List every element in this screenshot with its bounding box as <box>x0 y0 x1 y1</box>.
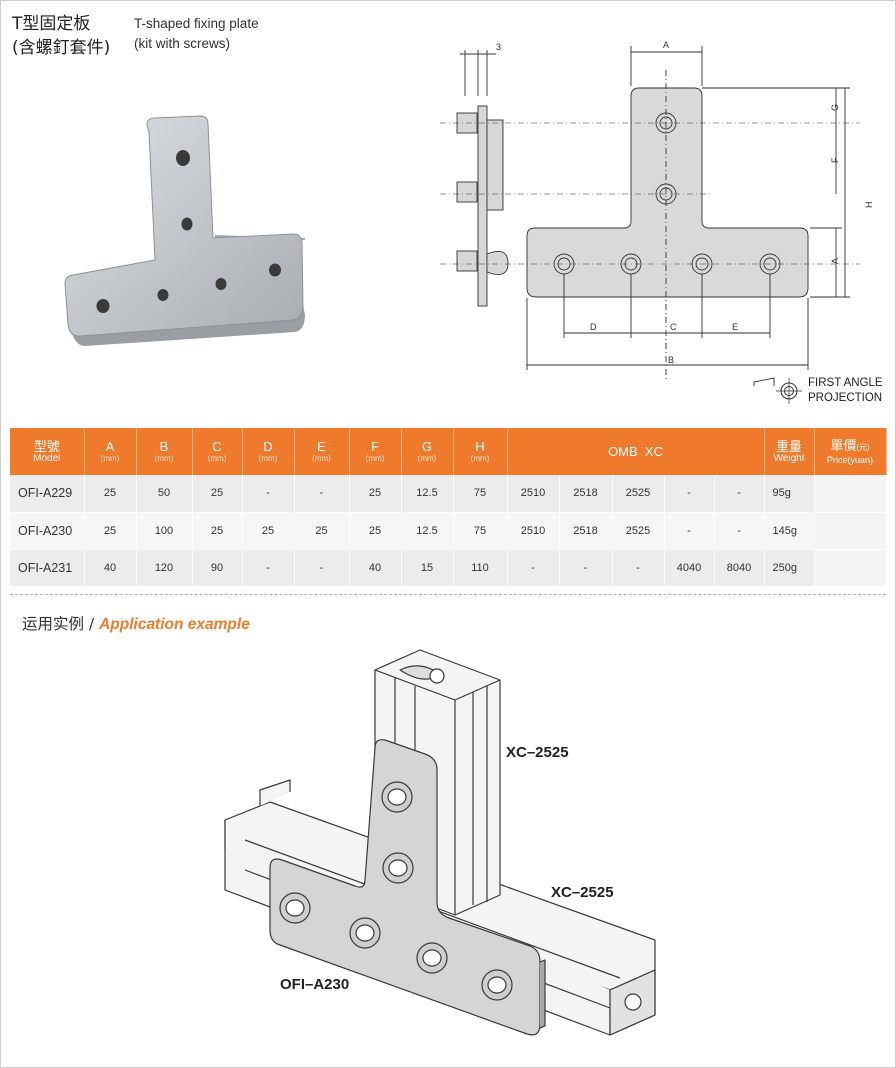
application-heading-cn: 运用实例 / <box>22 615 100 633</box>
dim-f-label: F <box>830 157 840 163</box>
header-d: D(mm) <box>242 428 295 475</box>
label-plate-model: OFI–A230 <box>280 976 350 993</box>
dim-a-top-label: A <box>663 40 669 50</box>
label-vertical-profile: XC–2525 <box>506 744 569 761</box>
header-omb-xc: OMB XC <box>507 428 765 475</box>
dim-3-label: 3 <box>496 42 501 52</box>
label-horizontal-profile: XC–2525 <box>551 884 614 901</box>
header-h: H(mm) <box>453 428 508 475</box>
title-chinese: T型固定板 (含螺釘套件) <box>12 12 110 60</box>
dim-d-label: D <box>590 322 597 332</box>
projection-line1: FIRST ANGLE <box>808 377 883 389</box>
header-c: C(mm) <box>192 428 243 475</box>
application-illustration <box>224 649 656 1036</box>
technical-drawing: 3 A G F H A D C E B <box>440 40 874 386</box>
table-row: OFI-A231 40 120 90 - - 40 15 110 - - - 4… <box>10 549 887 587</box>
table-row: OFI-A230 25 100 25 25 25 25 12.5 75 2510… <box>10 512 887 550</box>
header-price: 單價(元)Price(yuan) <box>814 428 887 475</box>
title-cn-line1: T型固定板 <box>12 14 91 34</box>
application-heading-en: Application example <box>99 616 250 633</box>
section-divider <box>10 594 886 595</box>
title-en-line2: (kit with screws) <box>134 36 231 51</box>
dim-c-label: C <box>670 322 677 332</box>
header-f: F(mm) <box>349 428 402 475</box>
application-heading: 运用实例 / Application example <box>22 612 250 634</box>
title-english: T-shaped fixing plate (kit with screws) <box>134 14 259 54</box>
title-en-line1: T-shaped fixing plate <box>134 16 259 31</box>
header-e: E(mm) <box>294 428 350 475</box>
dim-b-label: B <box>668 355 674 365</box>
product-photo <box>64 115 305 346</box>
dim-h-label: H <box>864 202 874 209</box>
dim-e-label: E <box>732 322 738 332</box>
header-b: B(mm) <box>136 428 193 475</box>
projection-line2: PROJECTION <box>808 392 883 404</box>
projection-symbol-icon <box>776 378 802 404</box>
projection-text: FIRST ANGLE PROJECTION <box>808 376 883 406</box>
table-row: OFI-A229 25 50 25 - - 25 12.5 75 2510 25… <box>10 475 887 513</box>
title-cn-line2: (含螺釘套件) <box>12 38 111 58</box>
dim-g-label: G <box>830 104 840 111</box>
dim-a-side-label: A <box>830 258 840 264</box>
header-g: G(mm) <box>401 428 454 475</box>
header-a: A(mm) <box>84 428 137 475</box>
